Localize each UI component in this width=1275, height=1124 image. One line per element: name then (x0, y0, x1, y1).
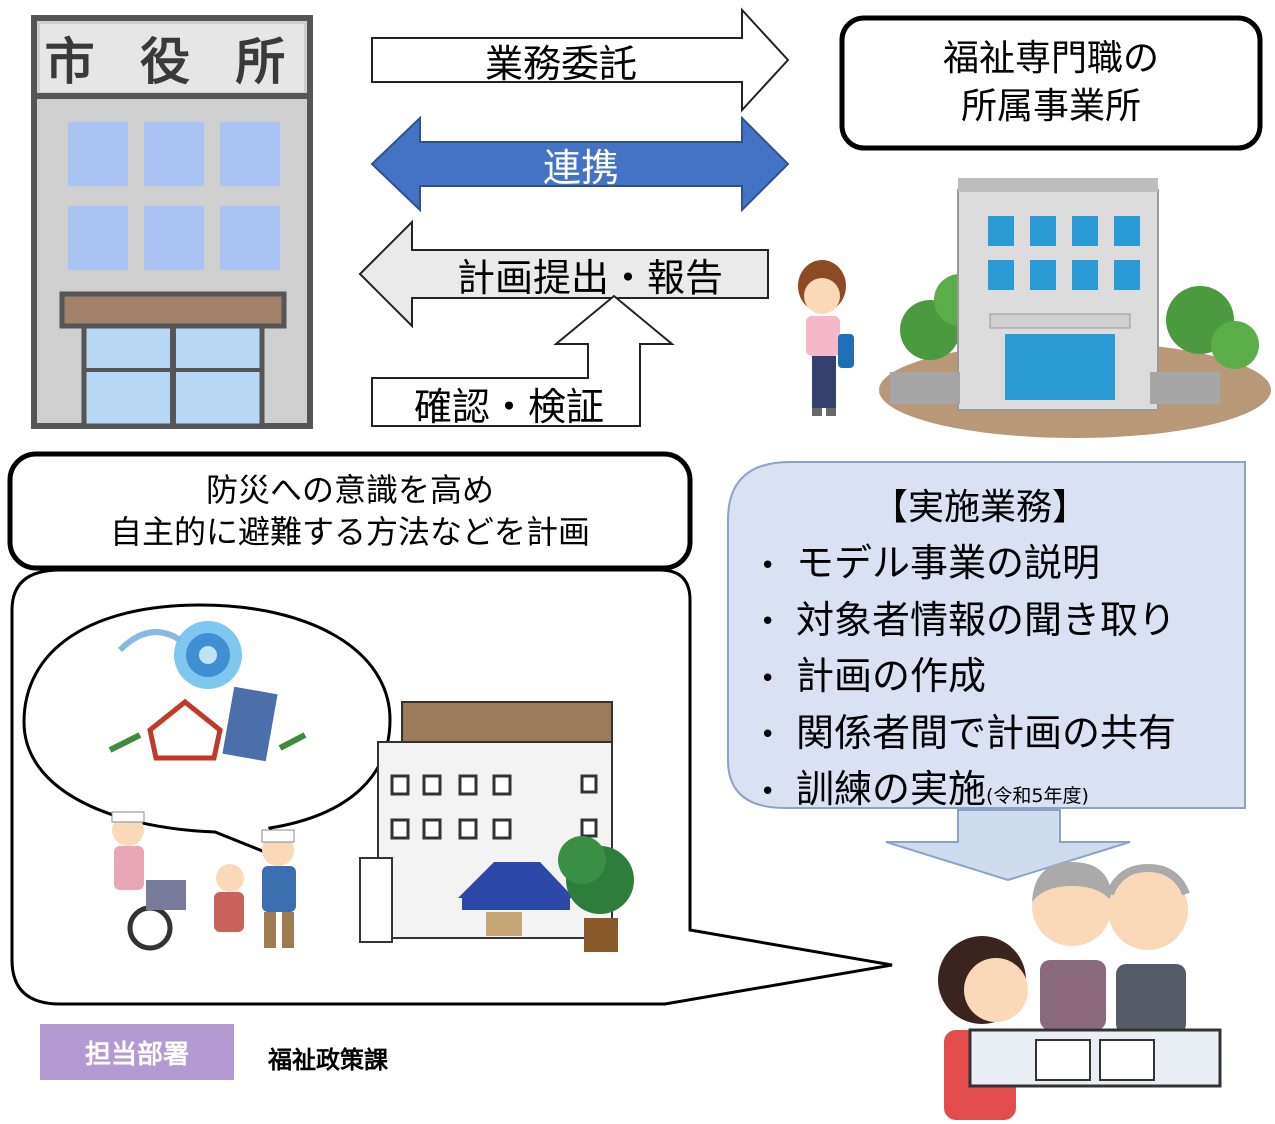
verification-label: 確認・検証 (413, 384, 604, 429)
evacuation-shelter-icon (359, 701, 634, 952)
verification-arrow (371, 294, 675, 427)
welfare-office-label: 福祉専門職の 所属事業所 (842, 18, 1260, 148)
plan-report-label: 計画提出・報告 (456, 255, 723, 300)
task-note: (令和5年度) (986, 785, 1089, 807)
cooperation-label: 連携 (542, 145, 619, 190)
evacuees-icon (111, 811, 296, 951)
consultation-scene-icon (938, 862, 1222, 1120)
disaster-plan-text: 防災への意識を高め 自主的に避難する方法などを計画 (10, 454, 690, 568)
bullet-icon: • (760, 663, 776, 694)
city-hall-sign: 市 役 所 (44, 33, 300, 91)
department-name: 福祉政策課 (268, 1046, 388, 1074)
task-item: •関係者間で計画の共有 (760, 706, 1240, 763)
department-badge: 担当部署 (40, 1024, 234, 1080)
bullet-icon: • (760, 776, 776, 807)
task-item: •対象者情報の聞き取り (760, 593, 1240, 650)
disaster-plan-line1: 防災への意識を高め (205, 471, 494, 509)
typhoon-bubble (22, 603, 392, 863)
bullet-icon: • (760, 720, 776, 750)
tasks-list: 【実施業務】 •モデル事業の説明 •対象者情報の聞き取り •計画の作成 •関係者… (760, 478, 1240, 823)
task-item: •計画の作成 (760, 649, 1240, 706)
care-worker-icon (798, 260, 854, 416)
disaster-plan-line2: 自主的に避難する方法などを計画 (109, 513, 590, 551)
task-item: •訓練の実施(令和5年度) (760, 762, 1240, 823)
city-hall-building-icon (31, 15, 313, 429)
task-item: •モデル事業の説明 (760, 536, 1240, 593)
office-building-icon (879, 178, 1271, 438)
welfare-office-label-line1: 福祉専門職の (942, 38, 1159, 79)
bullet-icon: • (760, 550, 776, 581)
cooperation-arrow (370, 115, 790, 213)
plan-report-arrow (358, 219, 769, 329)
tasks-box (727, 461, 1246, 809)
welfare-office-label-line2: 所属事業所 (960, 86, 1141, 127)
typhoon-icon (108, 621, 307, 762)
outsourcing-label: 業務委託 (484, 41, 637, 86)
disaster-plan-box (7, 451, 693, 571)
tasks-title: 【実施業務】 (871, 487, 1088, 528)
bullet-icon: • (760, 607, 776, 637)
welfare-office-box (839, 15, 1263, 151)
outsourcing-arrow (371, 7, 790, 113)
down-arrow (885, 809, 1131, 882)
